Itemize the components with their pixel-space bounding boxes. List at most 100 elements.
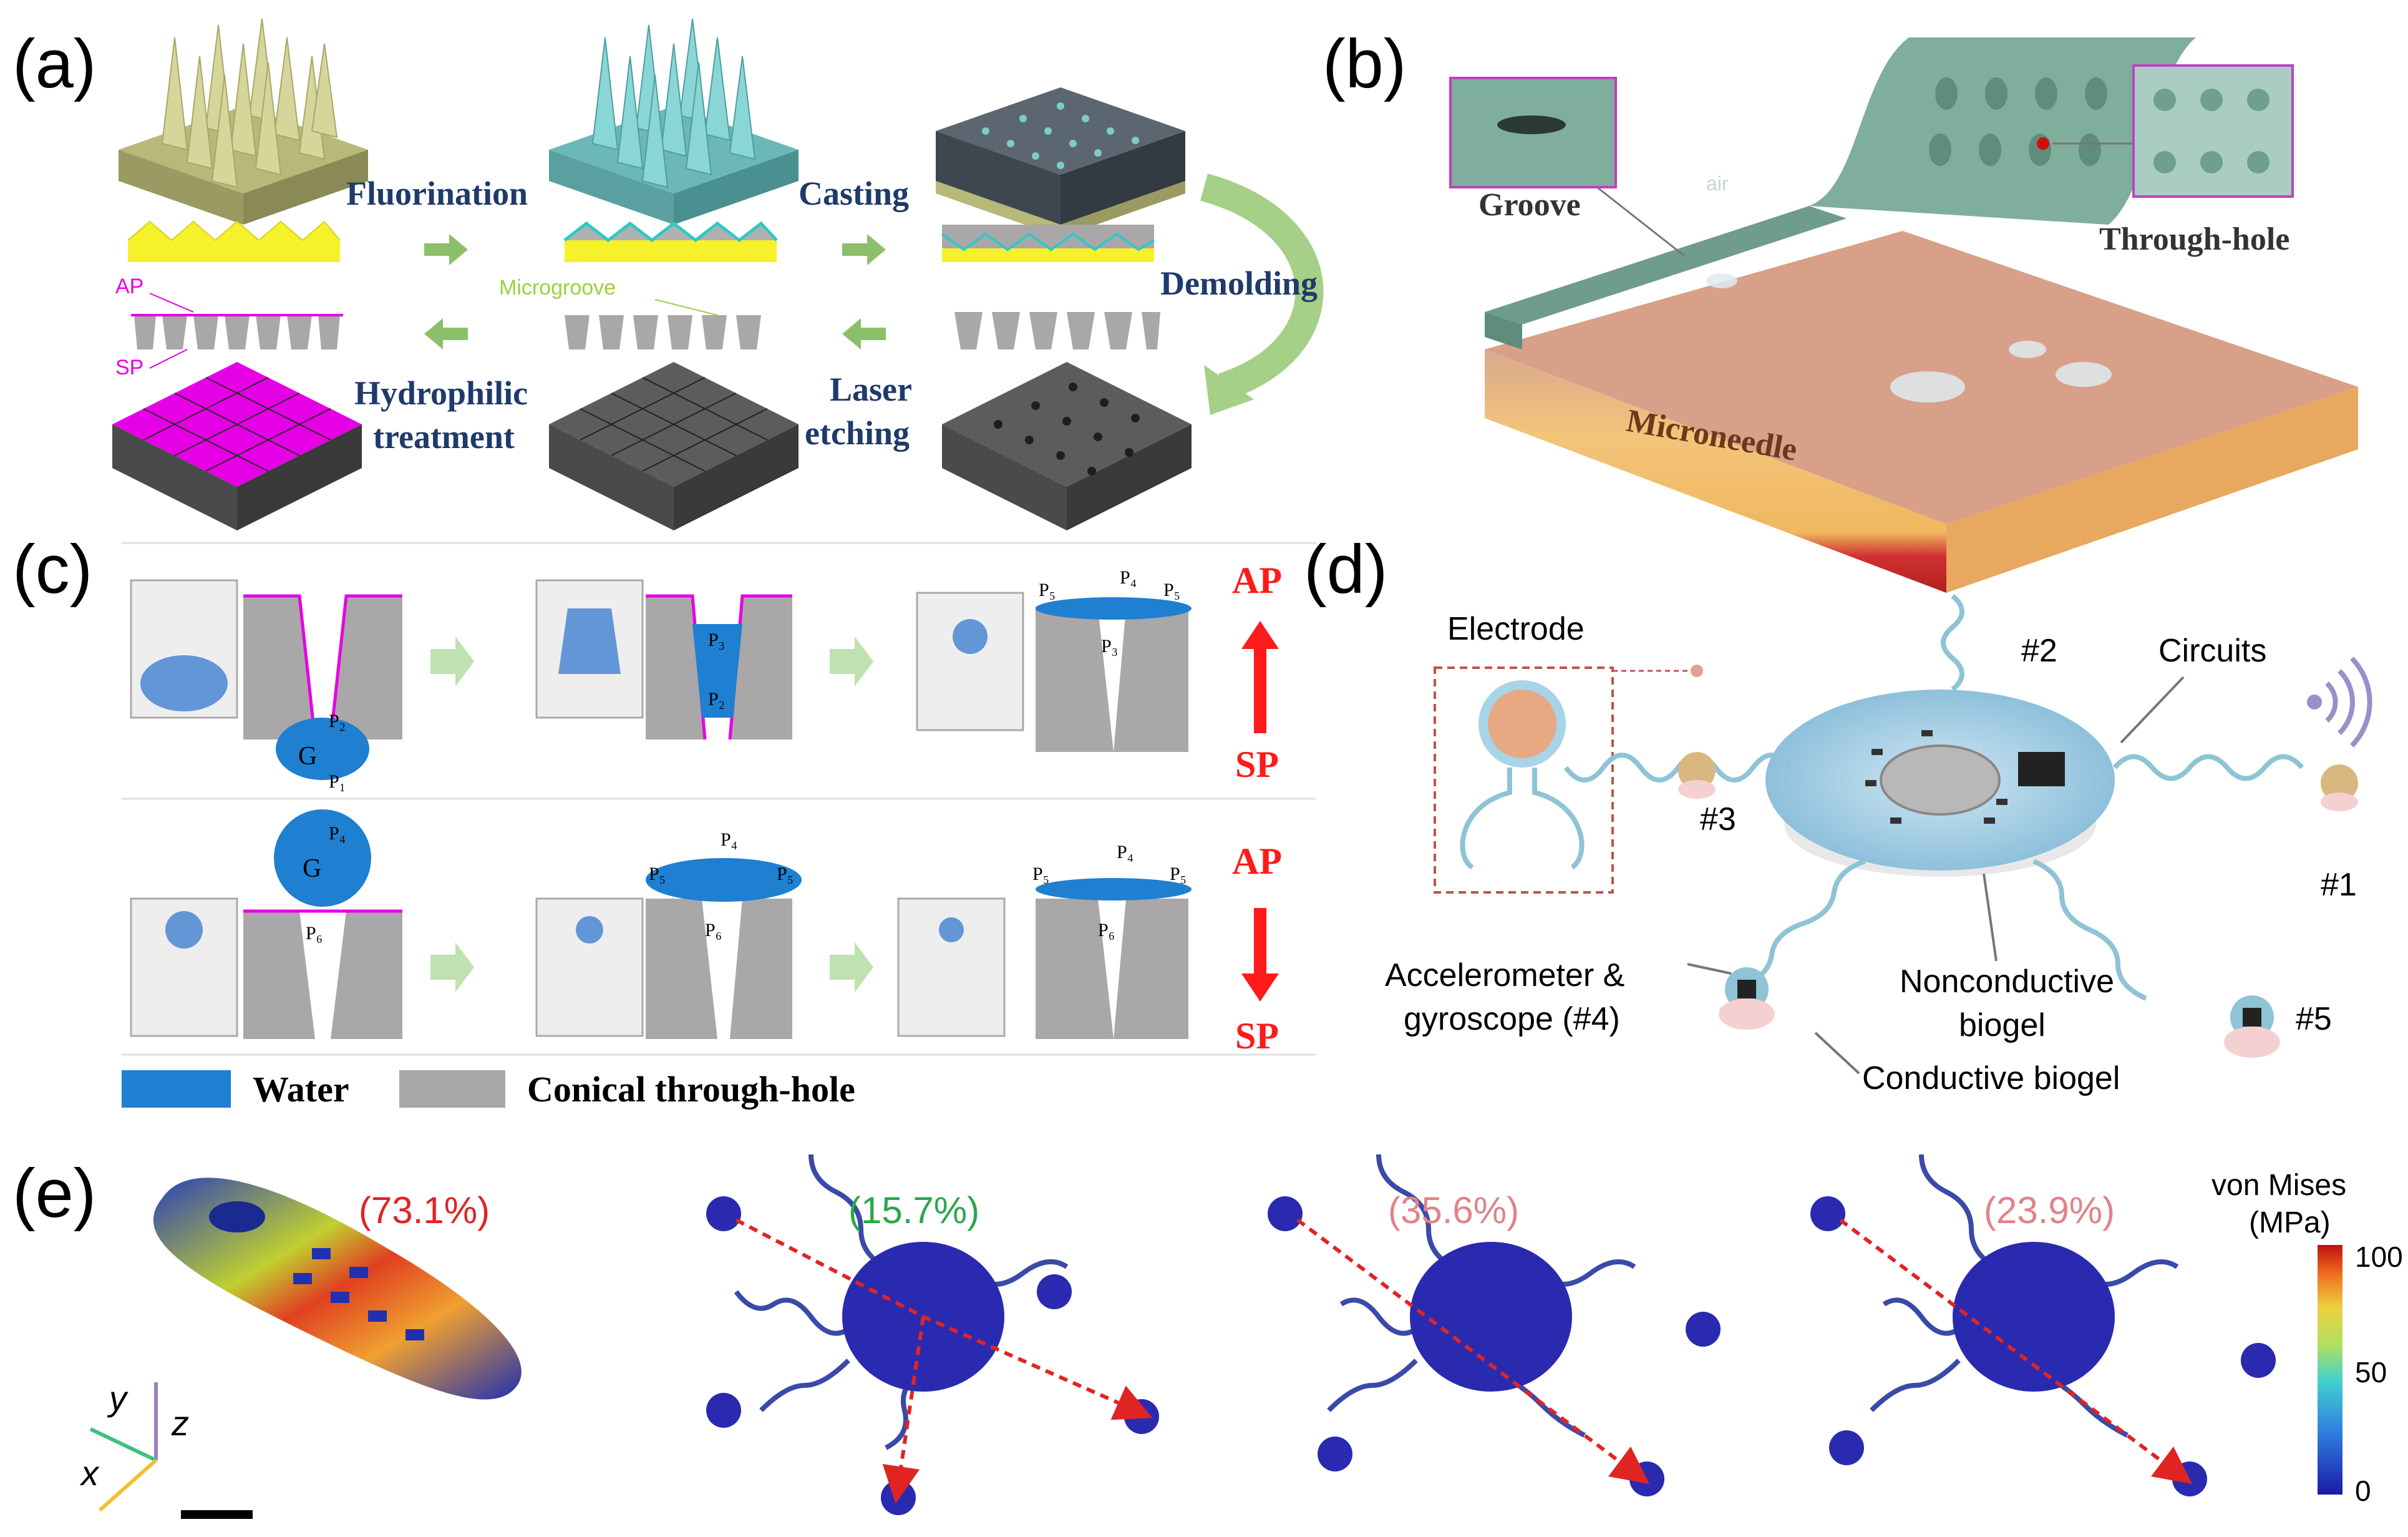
- label-nonconductive-2: biogel: [1959, 1007, 2046, 1043]
- panel-c: (c) G P₂ P₁ P₃ P₂: [12, 531, 1316, 1110]
- hydrophilic-block: [112, 362, 362, 530]
- panel-a: (a): [12, 18, 1324, 530]
- panel-d-letter: (d): [1304, 531, 1387, 608]
- pyramid-array-yellow: [119, 18, 368, 225]
- c-top-ap: AP: [1232, 560, 1282, 601]
- c-top-arrow-up: [1241, 621, 1279, 733]
- through-hole-marker: [2037, 137, 2049, 150]
- skin-layers-front: [1485, 349, 1946, 593]
- cross-section-yellow: [127, 220, 341, 262]
- etched-block: [549, 362, 799, 530]
- svg-text:P₅: P₅: [1170, 864, 1187, 884]
- label-circuits: Circuits: [2158, 633, 2266, 669]
- c-bottom-sp: SP: [1235, 1015, 1279, 1056]
- svg-text:P₅: P₅: [1039, 580, 1056, 600]
- step-etching: etching: [805, 414, 910, 452]
- step-laser: Laser: [830, 371, 912, 408]
- svg-text:P₅: P₅: [649, 864, 666, 884]
- film-section-final: [131, 314, 343, 349]
- c-bottom-ap: AP: [1232, 841, 1282, 882]
- legend-hole-label: Conical through-hole: [527, 1069, 855, 1110]
- demolded-block: [942, 362, 1192, 530]
- c-row-top: G P₂ P₁ P₃ P₂ P₅ P₄ P₅ P₃: [130, 560, 1282, 792]
- legend-water-swatch: [122, 1070, 231, 1108]
- axis-z: z: [171, 1403, 189, 1443]
- panel-b: (b) Groove Through-hole: [1323, 26, 2358, 593]
- sp-leader: [149, 349, 188, 369]
- label-ap: AP: [115, 275, 143, 298]
- c-bottom-arrow-down: [1241, 908, 1279, 1002]
- label-electrode: Electrode: [1447, 611, 1585, 647]
- step-demolding: Demolding: [1160, 265, 1318, 302]
- serpentine-interconnects: [1563, 593, 2304, 1001]
- svg-text:P₁: P₁: [329, 771, 346, 792]
- svg-text:P₃: P₃: [1101, 636, 1118, 656]
- svg-text:P₆: P₆: [306, 923, 323, 944]
- sim-device-1: [706, 1154, 1159, 1515]
- cast-block: [936, 87, 1185, 237]
- panel-e: (e) (73.1%) y z x: [12, 1154, 2403, 1519]
- panel-c-letter: (c): [12, 531, 92, 608]
- film-section-etched: [565, 315, 761, 349]
- film-flat: [1485, 206, 1847, 324]
- step-fluorination: Fluorination: [346, 175, 528, 212]
- colorbar-tick-100: 100: [2355, 1241, 2403, 1273]
- electrode-inset: [1434, 666, 1614, 894]
- panel-a-letter: (a): [12, 26, 96, 102]
- colorbar-title-2: (MPa): [2249, 1206, 2331, 1239]
- scale-bar: [181, 1510, 253, 1519]
- svg-text:P₃: P₃: [708, 630, 725, 650]
- cross-section-teal: [563, 221, 778, 262]
- sim-device-3: [1810, 1154, 2276, 1496]
- svg-text:G: G: [303, 854, 321, 883]
- svg-text:P₅: P₅: [777, 864, 794, 884]
- wireless-icon: [2307, 656, 2372, 748]
- axes-triad: [89, 1382, 158, 1512]
- groove-leader: [1596, 186, 1685, 257]
- svg-text:P₅: P₅: [1163, 580, 1180, 600]
- colorbar: [2318, 1245, 2342, 1495]
- through-holes: [1929, 77, 2107, 166]
- svg-text:P₄: P₄: [1117, 842, 1134, 862]
- label-microgroove: Microgroove: [499, 276, 616, 300]
- pyramid-array-fluorinated: [549, 18, 799, 225]
- percent-1: (73.1%): [359, 1189, 490, 1231]
- colorbar-tick-0: 0: [2355, 1475, 2371, 1507]
- svg-text:P₄: P₄: [329, 823, 346, 844]
- legend-hole-swatch: [399, 1070, 505, 1108]
- demolding-arrow: [1200, 173, 1324, 401]
- colorbar-title-1: von Mises: [2211, 1169, 2346, 1202]
- step-arrows: [424, 234, 886, 349]
- film-section-demolded: [954, 312, 1160, 349]
- svg-text:P₄: P₄: [721, 829, 737, 850]
- step-hydrophilic: Hydrophilic: [354, 374, 528, 412]
- label-accel-1: Accelerometer &: [1385, 957, 1624, 993]
- demolding-arrow-head: [1204, 365, 1254, 415]
- label-n1: #1: [2321, 867, 2357, 903]
- label-n2: #2: [2021, 633, 2057, 669]
- svg-text:P₄: P₄: [1120, 567, 1137, 588]
- svg-text:P₂: P₂: [708, 689, 725, 710]
- label-accel-2: gyroscope (#4): [1404, 1001, 1620, 1037]
- water-droplets: [1706, 273, 2112, 403]
- panel-b-letter: (b): [1323, 26, 1406, 102]
- panel-d: (d) Electrode: [1304, 531, 2372, 1096]
- step-treatment: treatment: [373, 418, 515, 456]
- percent-2: (15.7%): [848, 1189, 979, 1231]
- stressed-band: [153, 1178, 522, 1400]
- svg-text:P₆: P₆: [705, 920, 722, 940]
- axis-x: x: [79, 1453, 100, 1493]
- label-conductive: Conductive biogel: [1862, 1060, 2120, 1096]
- c-top-sp: SP: [1235, 744, 1279, 785]
- axis-y: y: [107, 1378, 129, 1418]
- svg-text:G: G: [298, 742, 317, 771]
- c-row-bottom: G P₄ P₆ P₅ P₄ P₅ P₆ P₅ P₄ P₅ P₆ AP SP: [130, 809, 1282, 1056]
- step-casting: Casting: [799, 175, 909, 212]
- skin-layers-side: [1946, 387, 2358, 593]
- percent-3: (35.6%): [1388, 1189, 1519, 1231]
- through-hole-inset: [2132, 64, 2294, 198]
- panel-e-letter: (e): [12, 1155, 96, 1232]
- legend-water-label: Water: [253, 1069, 349, 1110]
- label-groove: Groove: [1478, 187, 1581, 223]
